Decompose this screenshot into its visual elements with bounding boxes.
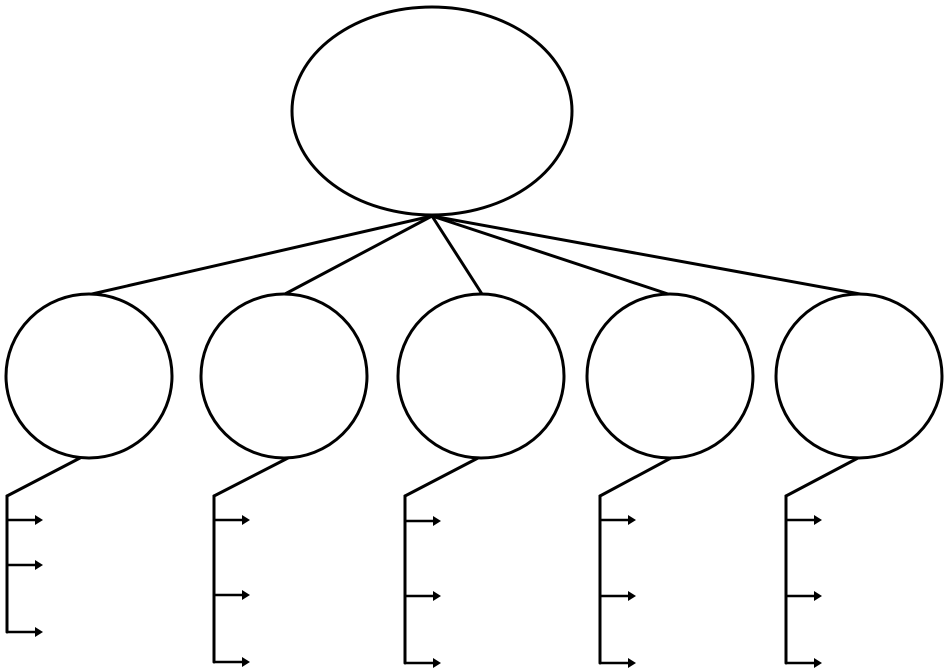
arrow-head-icon <box>628 515 636 525</box>
arrow-head-icon <box>814 658 822 668</box>
root-node <box>290 5 574 217</box>
child-node-1 <box>4 292 174 460</box>
arrow-head-icon <box>242 657 250 667</box>
connector-lines <box>90 214 862 296</box>
branch-diagonal-5 <box>784 456 860 498</box>
arrow-head-icon <box>242 590 250 600</box>
child-node-2 <box>199 292 369 460</box>
child-node-3 <box>396 292 566 460</box>
root-connector-2 <box>283 214 434 296</box>
diagram-nodes <box>4 5 944 460</box>
child-node-4 <box>585 292 755 460</box>
arrow-head-icon <box>433 516 441 526</box>
arrow-head-icon <box>628 591 636 601</box>
branch-diagonal-3 <box>403 456 480 498</box>
arrow-head-icon <box>35 515 43 525</box>
arrow-head-icon <box>242 515 250 525</box>
root-connector-4 <box>430 214 670 296</box>
arrow-head-icon <box>35 627 43 637</box>
branch-diagonal-1 <box>5 456 82 498</box>
arrow-head-icon <box>814 591 822 601</box>
branch-diagonal-4 <box>598 456 673 498</box>
arrow-head-icon <box>628 658 636 668</box>
sub-item-branches <box>5 456 860 668</box>
branch-diagonal-2 <box>212 456 290 498</box>
arrow-head-icon <box>814 515 822 525</box>
root-connector-1 <box>90 214 434 296</box>
root-connector-5 <box>430 214 862 296</box>
arrow-head-icon <box>433 658 441 668</box>
child-node-5 <box>774 292 944 460</box>
root-connector-3 <box>430 214 484 296</box>
arrow-head-icon <box>35 560 43 570</box>
arrow-head-icon <box>433 591 441 601</box>
